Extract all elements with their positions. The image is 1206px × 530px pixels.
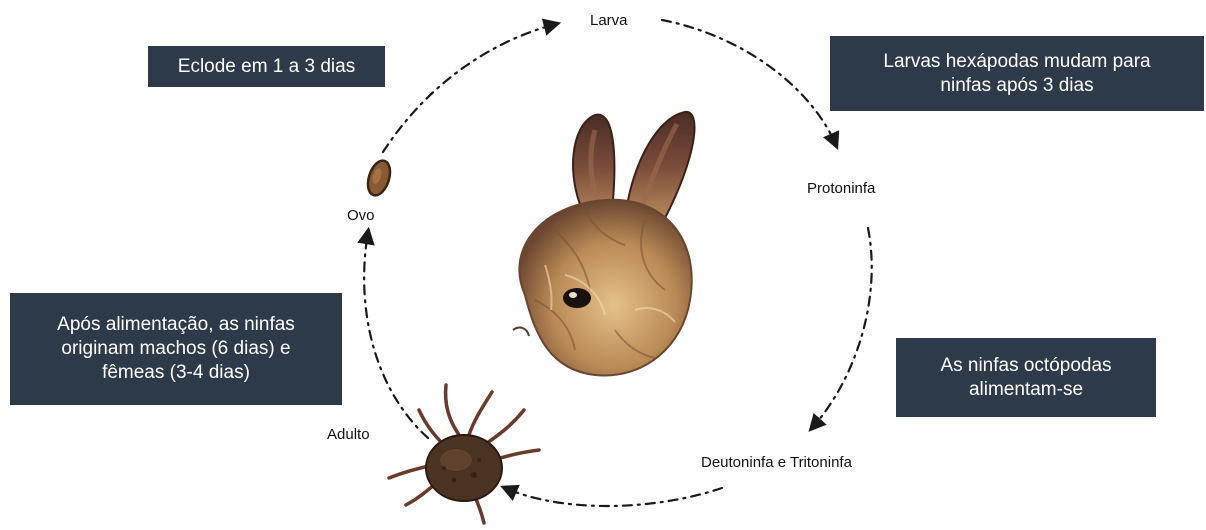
arrow-protoninfa-to-deutoninfa: [812, 228, 872, 428]
note-larvas-hexapodas: Larvas hexápodas mudam para ninfas após …: [830, 36, 1204, 111]
rabbit-head-icon: [495, 100, 725, 385]
note-apos-alimentacao: Após alimentação, as ninfas originam mac…: [10, 293, 342, 405]
note-ninfas-octopodas: As ninfas octópodas alimentam-se: [896, 338, 1156, 417]
note-eclode: Eclode em 1 a 3 dias: [148, 46, 385, 87]
mite-icon: [384, 380, 544, 525]
stage-label-protoninfa: Protoninfa: [807, 180, 875, 198]
stage-label-ovo: Ovo: [347, 207, 375, 225]
stage-label-deutoninfa: Deutoninfa e Tritoninfa: [701, 454, 852, 472]
stage-label-larva: Larva: [590, 12, 628, 30]
stage-label-adulto: Adulto: [327, 426, 370, 444]
egg-icon: [364, 157, 394, 199]
